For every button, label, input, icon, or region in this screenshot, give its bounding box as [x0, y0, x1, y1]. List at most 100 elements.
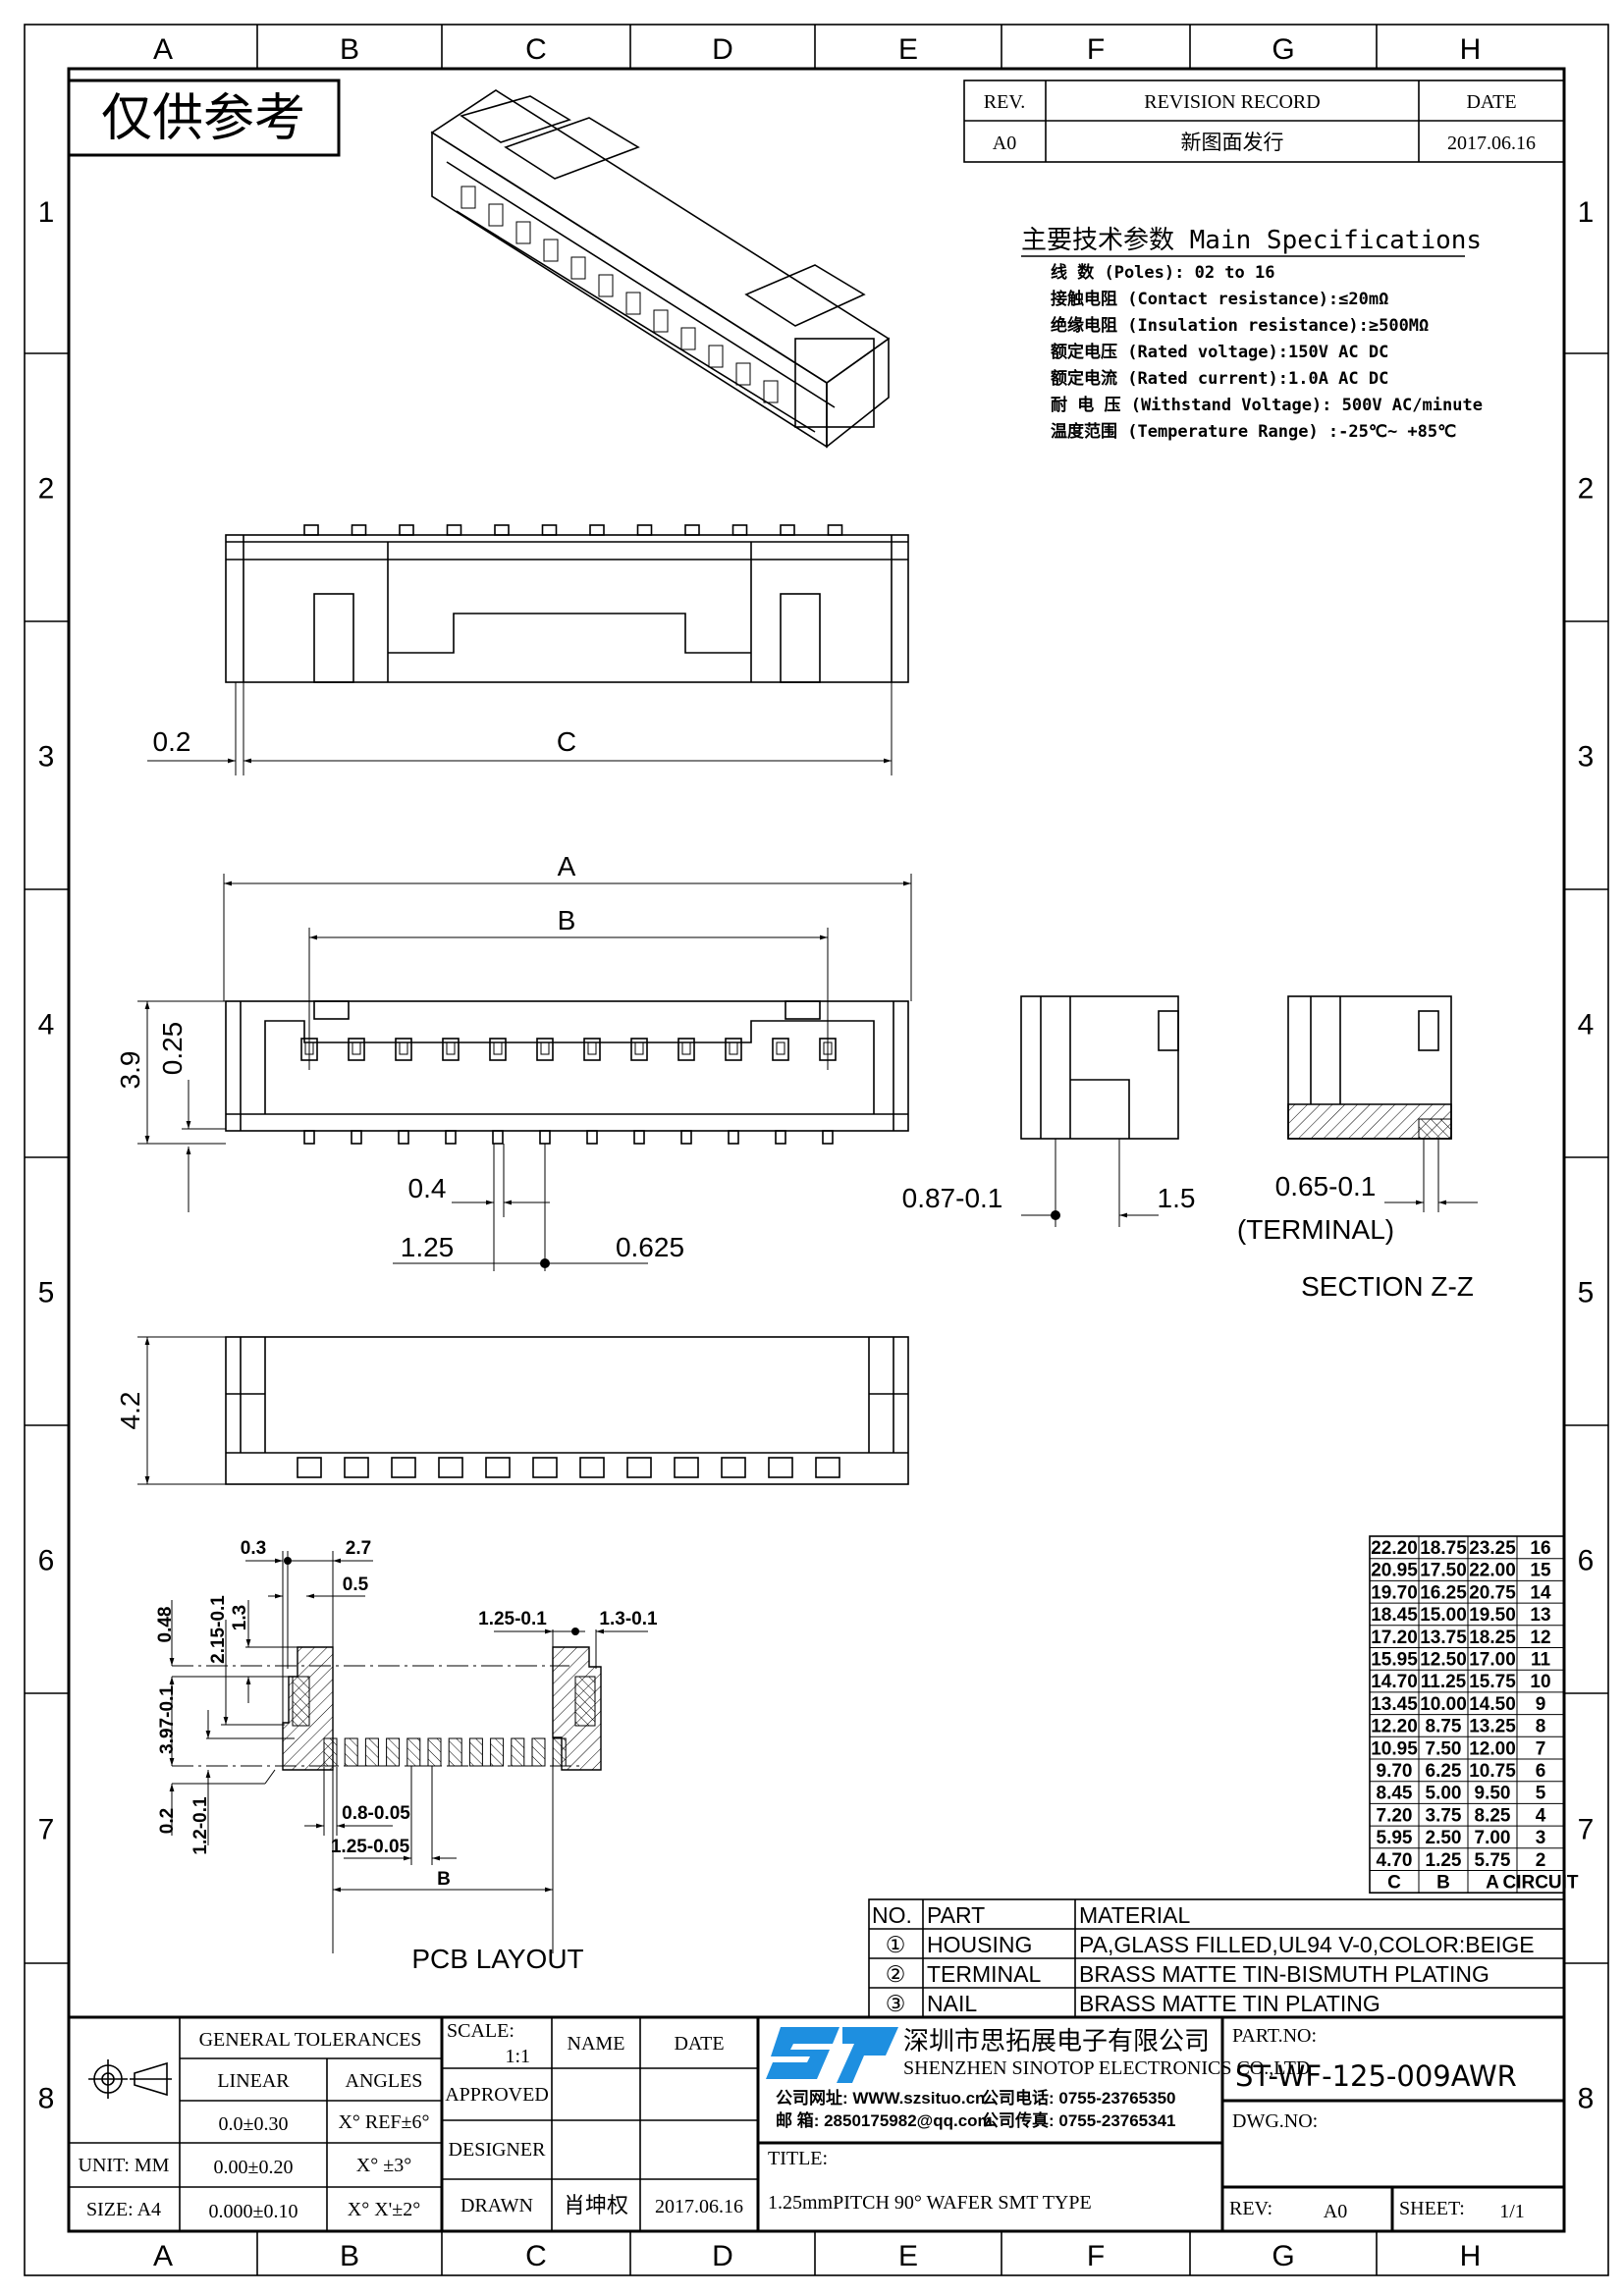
front-contact-inner	[493, 1041, 503, 1055]
circuit-table-header: A	[1486, 1873, 1499, 1894]
front-pin	[445, 1130, 457, 1145]
bottom-terminal	[674, 1457, 699, 1478]
dim-4.2: 4.2	[115, 1392, 145, 1430]
pcb-dim-0.8: 0.8-0.05	[342, 1803, 410, 1824]
dim-0.25: 0.25	[157, 1022, 188, 1076]
dim-1.25: 1.25	[401, 1232, 455, 1262]
tol-linear-2: 0.00±0.20	[214, 2157, 294, 2178]
grid-row-label: 3	[38, 741, 55, 774]
grid-column-label: A	[153, 2240, 173, 2272]
bottom-terminal	[579, 1457, 605, 1478]
drawing-title: 1.25mmPITCH 90° WAFER SMT TYPE	[768, 2192, 1092, 2214]
circuit-count-cell: 10	[1530, 1672, 1550, 1692]
size-label: SIZE: A4	[86, 2199, 161, 2220]
dim-3.9: 3.9	[115, 1051, 145, 1090]
company-name-en: SHENZHEN SINOTOP ELECTRONICS CO.,LTD	[903, 2057, 1310, 2079]
front-pin	[680, 1130, 692, 1145]
circuit-dim-cell: 19.50	[1469, 1605, 1516, 1626]
general-tolerances-label: GENERAL TOLERANCES	[199, 2029, 422, 2051]
specs-title: 主要技术参数 Main Specifications	[1021, 226, 1482, 255]
grid-row-label: 4	[38, 1009, 55, 1041]
logo-s-mark	[766, 2027, 839, 2079]
front-contact-inner	[587, 1041, 597, 1055]
company-phone: 公司电话: 0755-23765350	[982, 2088, 1176, 2108]
front-pin	[728, 1130, 739, 1145]
top-bump	[541, 524, 558, 536]
top-bump	[827, 524, 843, 536]
front-contact	[536, 1038, 554, 1061]
grid-column-label: G	[1272, 2240, 1294, 2272]
reference-only-stamp: 仅供参考	[67, 79, 341, 157]
grid-row-label: 6	[1578, 1545, 1595, 1577]
spec-line: 绝缘电阻 (Insulation resistance):≥500MΩ	[1051, 315, 1429, 336]
linear-label: LINEAR	[217, 2070, 290, 2092]
spec-line: 额定电流 (Rated current):1.0A AC DC	[1051, 368, 1388, 389]
company-name-cn: 深圳市思拓展电子有限公司	[903, 2027, 1210, 2056]
front-contact-inner	[681, 1041, 691, 1055]
circuit-dim-cell: 7.50	[1426, 1738, 1462, 1759]
circuit-count-cell: 9	[1536, 1694, 1546, 1715]
bottom-terminal	[391, 1457, 416, 1478]
front-contact-inner	[399, 1041, 408, 1055]
material-row-material: BRASS MATTE TIN-BISMUTH PLATING	[1079, 1961, 1489, 1987]
bottom-terminal	[532, 1457, 558, 1478]
front-contact	[442, 1038, 460, 1061]
pcb-pad	[406, 1737, 421, 1767]
tol-angle-1: X° REF±6°	[338, 2111, 429, 2133]
circuit-count-cell: 2	[1536, 1850, 1546, 1871]
part-number: ST-WF-125-009AWR	[1235, 2059, 1517, 2093]
circuit-dim-cell: 13.25	[1469, 1717, 1516, 1737]
material-no-header: NO.	[872, 1902, 912, 1928]
grid-column-label: H	[1460, 33, 1482, 66]
circuit-dim-cell: 23.25	[1469, 1538, 1516, 1559]
front-pin	[351, 1130, 362, 1145]
circuit-dim-cell: 13.75	[1420, 1628, 1467, 1648]
pcb-layout: 0.3 2.7 0.5 1.25-0.1 1.3-0.1 0.48 2.15-0…	[155, 1538, 658, 1974]
spec-line: 耐 电 压 (Withstand Voltage): 500V AC/minut…	[1051, 395, 1483, 415]
circuit-dim-cell: 20.95	[1371, 1561, 1418, 1581]
iso-contact	[488, 203, 504, 227]
iso-contact	[460, 186, 476, 209]
pcb-dim-0.48: 0.48	[155, 1607, 176, 1643]
bottom-terminal	[815, 1457, 840, 1478]
top-view: 0.2 C	[147, 524, 909, 775]
grid-row-label: 1	[1578, 196, 1595, 229]
iso-contact	[708, 345, 724, 368]
pcb-pad	[531, 1737, 546, 1767]
front-contact	[630, 1038, 648, 1061]
sheet-value: 1/1	[1499, 2201, 1525, 2222]
circuit-dim-cell: 8.75	[1426, 1717, 1462, 1737]
circuit-count-cell: 6	[1536, 1761, 1546, 1782]
pcb-dim-0.3: 0.3	[241, 1538, 266, 1559]
pcb-pad	[386, 1737, 401, 1767]
pcb-dim-0.5: 0.5	[343, 1575, 369, 1595]
bottom-terminal	[721, 1457, 746, 1478]
circuit-dim-cell: 5.75	[1475, 1850, 1511, 1871]
grid-row-label: 4	[1578, 1009, 1595, 1041]
section-title: SECTION Z-Z	[1301, 1271, 1474, 1302]
iso-contact	[543, 239, 559, 262]
top-bump	[780, 524, 795, 536]
circuit-dim-cell: 16.25	[1420, 1582, 1467, 1603]
circuit-dim-cell: 5.00	[1426, 1784, 1462, 1804]
circuit-dim-cell: 7.20	[1377, 1805, 1413, 1826]
front-pin	[539, 1130, 551, 1145]
circuit-dim-cell: 10.95	[1371, 1738, 1418, 1759]
circuit-dim-cell: 4.70	[1377, 1850, 1413, 1871]
circuit-count-cell: 13	[1530, 1605, 1550, 1626]
rev-value-block: A0	[1324, 2201, 1347, 2222]
material-row-material: BRASS MATTE TIN PLATING	[1079, 1991, 1380, 2016]
pcb-dim-0.2: 0.2	[157, 1808, 178, 1834]
circuit-dim-cell: 15.00	[1420, 1605, 1467, 1626]
circuit-dim-cell: 17.50	[1420, 1561, 1467, 1581]
top-bump	[351, 524, 367, 536]
grid-row-label: 5	[38, 1277, 55, 1309]
dwg-no-label: DWG.NO:	[1232, 2110, 1318, 2132]
circuit-dim-cell: 17.20	[1371, 1628, 1418, 1648]
material-part-header: PART	[927, 1902, 985, 1928]
company-logo	[766, 2027, 898, 2083]
front-pin	[586, 1130, 598, 1145]
tol-linear-1: 0.0±0.30	[219, 2113, 289, 2135]
material-row-part: HOUSING	[927, 1932, 1032, 1957]
front-pin	[633, 1130, 645, 1145]
